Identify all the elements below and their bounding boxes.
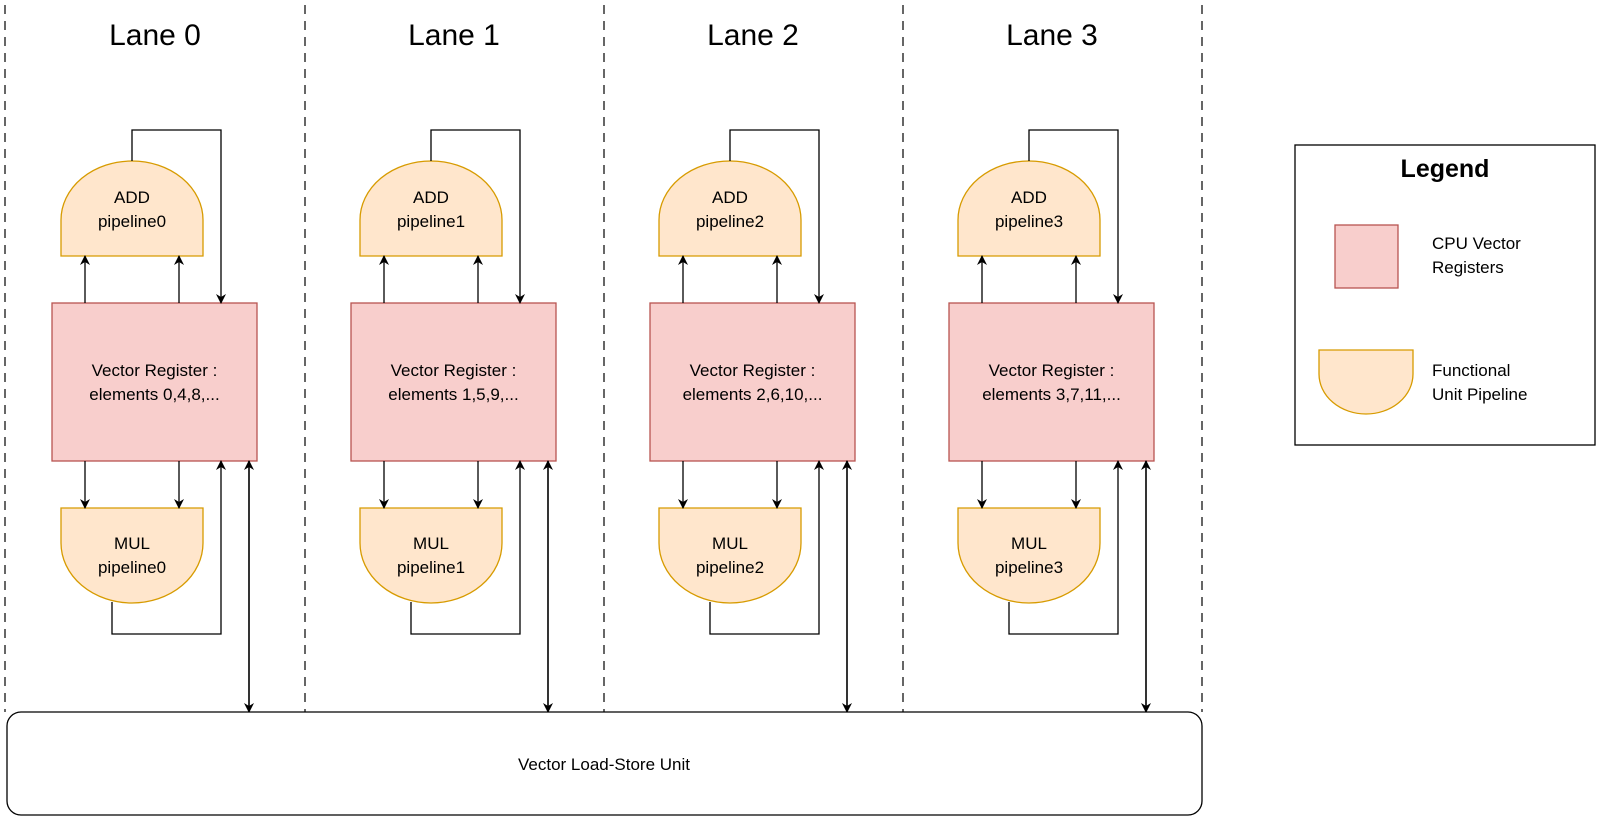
- add-pipeline-label: pipeline3: [995, 212, 1063, 231]
- mul-writeback-arrow: [111, 460, 226, 635]
- vector-register-box: [51, 302, 258, 462]
- add-writeback-arrow: [430, 129, 525, 304]
- add-pipeline-label: ADD: [413, 188, 449, 207]
- add-pipeline-shape: [359, 160, 503, 257]
- mul-pipeline-shape: [359, 507, 503, 604]
- add-writeback-arrow: [1028, 129, 1123, 304]
- add-pipeline-label: ADD: [1011, 188, 1047, 207]
- mul-pipeline-label: pipeline3: [995, 558, 1063, 577]
- lane-1: Lane 1 ADD pipeline1 Vector Register : e…: [350, 19, 557, 713]
- legend-box: [1294, 144, 1596, 446]
- legend-register-label: CPU Vector: [1432, 234, 1521, 253]
- lane-2: Lane 2 ADD pipeline2 Vector Register : e…: [649, 19, 856, 713]
- vector-register-label: elements 2,6,10,...: [683, 385, 823, 404]
- vector-register-label: Vector Register :: [92, 361, 218, 380]
- add-pipeline-shape: [957, 160, 1101, 257]
- add-pipeline-label: pipeline1: [397, 212, 465, 231]
- add-pipeline-label: ADD: [712, 188, 748, 207]
- mul-pipeline-shape: [60, 507, 204, 604]
- mul-pipeline-label: MUL: [712, 534, 748, 553]
- add-writeback-arrow: [131, 129, 226, 304]
- vector-register-box: [649, 302, 856, 462]
- add-pipeline-label: pipeline0: [98, 212, 166, 231]
- legend-register-swatch: [1334, 224, 1399, 289]
- add-pipeline-label: pipeline2: [696, 212, 764, 231]
- add-pipeline-label: ADD: [114, 188, 150, 207]
- mul-pipeline-shape: [957, 507, 1101, 604]
- lane-title: Lane 3: [1006, 19, 1098, 52]
- legend: Legend CPU Vector Registers Functional U…: [1294, 144, 1596, 446]
- load-store-unit-label: Vector Load-Store Unit: [518, 755, 690, 774]
- mul-pipeline-label: MUL: [1011, 534, 1047, 553]
- load-store-unit: Vector Load-Store Unit: [6, 711, 1203, 816]
- legend-pipeline-label: Unit Pipeline: [1432, 385, 1527, 404]
- mul-pipeline-label: pipeline2: [696, 558, 764, 577]
- mul-pipeline-shape: [658, 507, 802, 604]
- vector-register-label: Vector Register :: [690, 361, 816, 380]
- mul-writeback-arrow: [709, 460, 824, 635]
- lane-connectors: [977, 129, 1151, 713]
- lane-separators: [4, 5, 1203, 712]
- lane-3: Lane 3 ADD pipeline3 Vector Register : e…: [948, 19, 1155, 713]
- lane-connectors: [678, 129, 852, 713]
- load-store-unit-box: [6, 711, 1203, 816]
- legend-register-label: Registers: [1432, 258, 1504, 277]
- vector-register-label: elements 1,5,9,...: [388, 385, 518, 404]
- mul-pipeline-label: pipeline1: [397, 558, 465, 577]
- add-pipeline-shape: [60, 160, 204, 257]
- mul-pipeline-label: pipeline0: [98, 558, 166, 577]
- legend-title: Legend: [1401, 155, 1490, 183]
- mul-writeback-arrow: [410, 460, 525, 635]
- mul-pipeline-label: MUL: [114, 534, 150, 553]
- vector-register-label: Vector Register :: [989, 361, 1115, 380]
- legend-pipeline-label: Functional: [1432, 361, 1510, 380]
- vector-register-box: [350, 302, 557, 462]
- vector-register-label: Vector Register :: [391, 361, 517, 380]
- lane-title: Lane 0: [109, 19, 201, 52]
- vector-register-label: elements 0,4,8,...: [89, 385, 219, 404]
- vector-register-box: [948, 302, 1155, 462]
- mul-pipeline-label: MUL: [413, 534, 449, 553]
- lane-connectors: [379, 129, 553, 713]
- legend-pipeline-swatch: [1318, 349, 1414, 415]
- lane-connectors: [80, 129, 254, 713]
- lane-title: Lane 2: [707, 19, 799, 52]
- vector-register-label: elements 3,7,11,...: [982, 385, 1121, 404]
- lane-0: Lane 0 ADD pipeline0 Vector Register : e…: [51, 19, 258, 713]
- add-writeback-arrow: [729, 129, 824, 304]
- mul-writeback-arrow: [1008, 460, 1123, 635]
- lane-title: Lane 1: [408, 19, 500, 52]
- add-pipeline-shape: [658, 160, 802, 257]
